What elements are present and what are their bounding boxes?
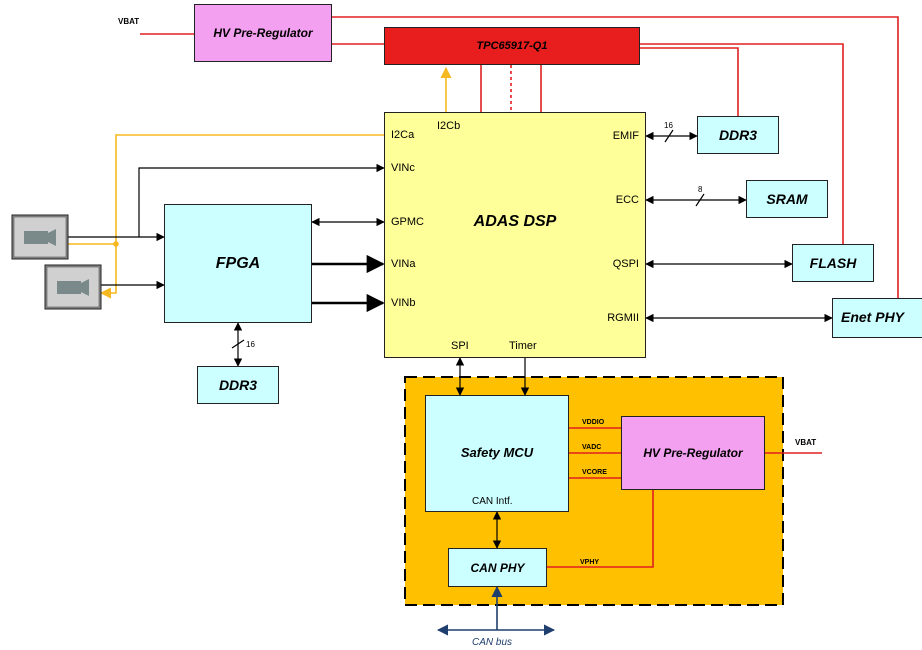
i2c-lines — [68, 66, 452, 299]
cam1-to-vinc — [138, 163, 385, 237]
camera-2 — [44, 264, 102, 310]
pin-can-intf: CAN Intf. — [472, 496, 513, 507]
hv-pre-regulator-top: HV Pre-Regulator — [194, 4, 332, 62]
bus-width-ecc: 8 — [698, 185, 703, 194]
pin-ecc: ECC — [615, 194, 639, 206]
signal-lines — [68, 131, 833, 549]
ddr3-dsp-block: DDR3 — [697, 116, 779, 154]
camera-icon — [24, 229, 56, 246]
adas-dsp-block: ADAS DSP I2Ca I2Cb VINc GPMC VINa VINb E… — [384, 112, 646, 358]
rail-vddio: VDDIO — [582, 419, 605, 426]
fpga-block: FPGA — [164, 204, 312, 323]
rail-to-enet — [332, 16, 899, 298]
bus-width-emif: 16 — [664, 121, 673, 130]
adas-dsp-title: ADAS DSP — [473, 213, 557, 230]
vphy-line — [547, 490, 654, 568]
pin-i2cb: I2Cb — [437, 120, 461, 132]
i2ca-line — [99, 134, 384, 299]
video-lines — [312, 254, 385, 313]
rail-to-flash-b — [640, 43, 844, 244]
ddr3-fpga-title: DDR3 — [218, 377, 258, 393]
pin-i2ca: I2Ca — [391, 129, 415, 141]
pin-vina: VINa — [391, 258, 416, 270]
rail-vcore: VCORE — [582, 469, 607, 476]
pin-rgmii: RGMII — [607, 312, 639, 324]
fpga-title: FPGA — [215, 255, 261, 272]
pin-spi: SPI — [451, 340, 469, 352]
camera-icon — [57, 279, 89, 296]
hv-pre-regulator-safety-title: HV Pre-Regulator — [643, 446, 743, 460]
can-bus-lines — [436, 585, 556, 636]
enet-phy-block: Enet PHY — [832, 298, 922, 338]
hv-pre-regulator-safety: HV Pre-Regulator — [621, 416, 765, 490]
safety-mcu-title: Safety MCU — [460, 445, 534, 460]
enet-phy-title: Enet PHY — [841, 309, 905, 325]
pin-vinb: VINb — [391, 297, 416, 309]
flash-title: FLASH — [809, 255, 857, 271]
pin-vinc: VINc — [391, 162, 415, 174]
pin-gpmc: GPMC — [391, 216, 424, 228]
pmic-title: TPC65917-Q1 — [476, 40, 548, 52]
ddr3-dsp-title: DDR3 — [718, 127, 758, 143]
i2c-junction-dot — [113, 241, 119, 247]
can-bus-label: CAN bus — [472, 637, 513, 648]
rail-vadc: VADC — [582, 444, 602, 451]
sram-block: SRAM — [746, 180, 828, 218]
vbat-right-label: VBAT — [795, 438, 817, 447]
can-phy-block: CAN PHY — [448, 548, 547, 587]
bus-width-ticks — [231, 129, 705, 349]
hv-pre-regulator-top-title: HV Pre-Regulator — [213, 26, 313, 40]
bus-width-fpga-ddr3: 16 — [246, 340, 255, 349]
power-lines — [140, 16, 899, 568]
pin-timer: Timer — [509, 340, 537, 352]
camera-1 — [11, 214, 69, 260]
flash-block: FLASH — [792, 244, 874, 282]
ddr3-fpga-block: DDR3 — [197, 366, 279, 404]
rail-to-ddr3 — [640, 47, 739, 116]
pin-qspi: QSPI — [612, 258, 639, 270]
pin-emif: EMIF — [612, 130, 639, 142]
vbat-top-label: VBAT — [118, 17, 140, 26]
pmic-block: TPC65917-Q1 — [384, 27, 640, 65]
safety-mcu-block: Safety MCU CAN Intf. — [425, 395, 569, 512]
can-phy-title: CAN PHY — [470, 561, 525, 575]
sram-title: SRAM — [766, 191, 808, 207]
rail-vphy: VPHY — [580, 559, 600, 566]
